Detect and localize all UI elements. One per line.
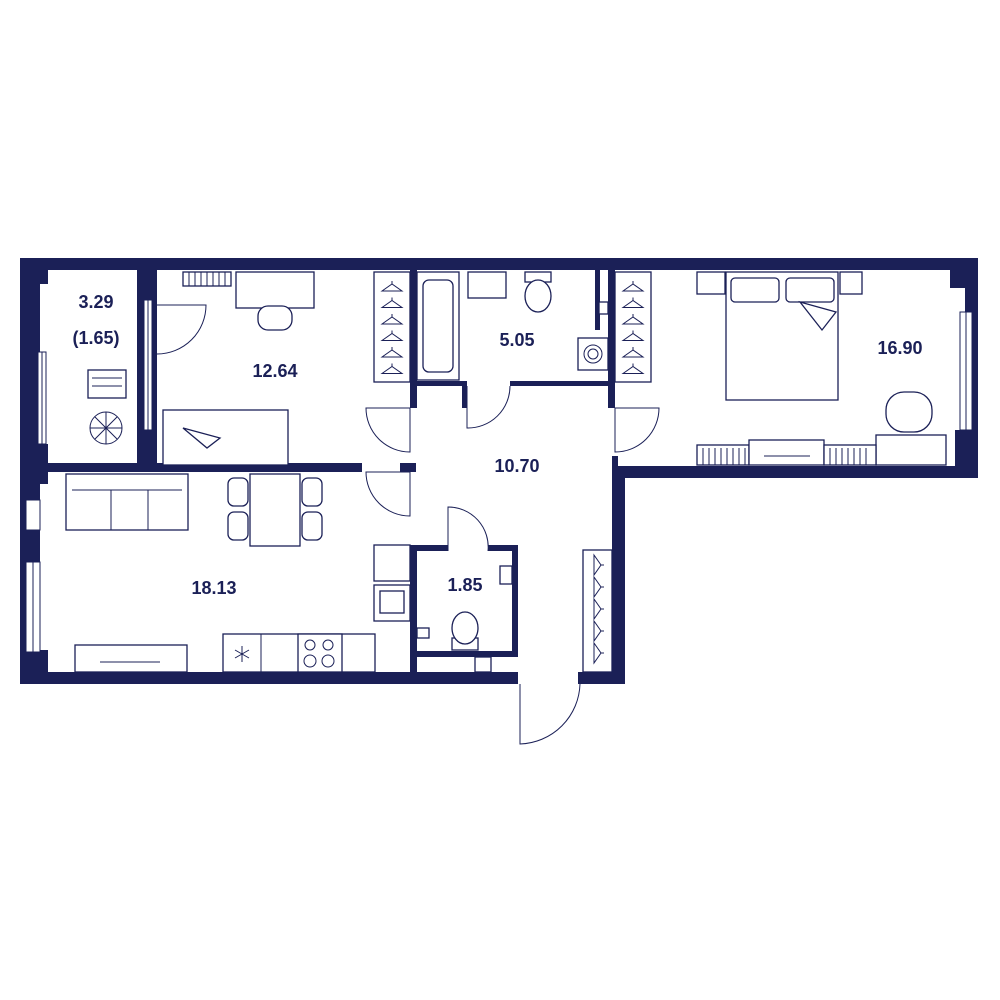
- bed-small: [162, 409, 289, 466]
- door-bedroom-large: [614, 407, 660, 453]
- door-balcony: [156, 304, 207, 355]
- hanger-icon: [380, 297, 404, 308]
- room-label-bedroom-large: 16.90: [877, 338, 922, 358]
- pillow-1: [730, 277, 780, 303]
- washing-machine-icon: [577, 337, 609, 371]
- hanger-icon: [593, 641, 604, 665]
- wall-corner-br: [955, 430, 978, 478]
- hanger-icon: [380, 281, 404, 292]
- wall-hall-right-top: [608, 270, 615, 408]
- snowflake-icon: [234, 646, 250, 662]
- desk-2: [875, 434, 947, 466]
- radiator-2: [696, 444, 750, 466]
- bathroom-sink: [467, 271, 507, 299]
- hanger-icon: [593, 597, 604, 621]
- door-bathroom: [466, 385, 511, 429]
- utility-box: [416, 627, 430, 639]
- wall-corner-tr: [950, 258, 978, 288]
- doors: [156, 304, 660, 745]
- radiator-3: [823, 444, 877, 466]
- kitchen-counter-1: [373, 544, 411, 582]
- wall-corner-tl: [20, 258, 48, 284]
- furniture: [65, 271, 947, 673]
- wall-bedroom-kitchen: [40, 463, 362, 472]
- toilet-sink: [499, 565, 513, 585]
- wall-stub-1: [400, 463, 416, 472]
- wall-bath-2: [417, 381, 467, 386]
- dining-table: [249, 473, 301, 547]
- dresser: [748, 439, 825, 466]
- tv-stand: [74, 644, 188, 673]
- wall-hall-left-top: [410, 270, 417, 408]
- wall-corner-bl: [20, 650, 48, 684]
- wall-stub-2: [612, 456, 618, 468]
- exterior-walls: [20, 258, 978, 684]
- plant-icon: [89, 411, 123, 445]
- wall-toilet-top-right: [488, 545, 518, 551]
- sofa: [65, 473, 189, 531]
- door-entrance: [519, 683, 581, 745]
- hanger-icon: [621, 314, 645, 325]
- pillow-2: [785, 277, 835, 303]
- hanger-icon: [621, 297, 645, 308]
- room-label-kitchen-living: 18.13: [191, 578, 236, 598]
- pillow-small: [182, 427, 222, 449]
- dining-chair-4: [301, 511, 323, 541]
- hanger-icon: [593, 553, 604, 577]
- toilet-bowl-2: [451, 611, 479, 645]
- hanger-icon: [380, 314, 404, 325]
- room-label-balcony-reduced: (1.65): [72, 328, 119, 348]
- shaft-fixture: [598, 301, 609, 315]
- hangers: [380, 281, 645, 665]
- hanger-icon: [593, 575, 604, 599]
- room-label-bathroom: 5.05: [499, 330, 534, 350]
- door-bedroom-small: [365, 407, 411, 453]
- chair-2: [885, 391, 933, 433]
- meter-box: [474, 656, 492, 673]
- entrance-gap: [518, 671, 578, 685]
- toilet-bowl-1: [524, 279, 552, 313]
- wall-toilet-bottom: [417, 651, 518, 657]
- window-kitchen-1: [25, 499, 41, 531]
- windows: [25, 299, 973, 653]
- wardrobe-3: [582, 549, 613, 673]
- sink-basin: [379, 590, 405, 614]
- dining-chair-3: [301, 477, 323, 507]
- stove-icon: [297, 633, 343, 673]
- wall-bath-shaft: [595, 270, 600, 330]
- desk-1: [235, 271, 315, 309]
- wall-hall-left-bottom: [410, 545, 417, 672]
- room-label-toilet: 1.85: [447, 575, 482, 595]
- room-label-bedroom-small: 12.64: [252, 361, 297, 381]
- nightstand-1: [696, 271, 726, 295]
- room-label-balcony-area: 3.29: [78, 292, 113, 312]
- hanger-icon: [380, 363, 404, 374]
- hanger-icon: [380, 330, 404, 341]
- wall-bath-1: [462, 381, 467, 408]
- chair-1: [257, 305, 293, 331]
- hanger-icon: [380, 347, 404, 358]
- dining-chair-1: [227, 477, 249, 507]
- dining-chair-2: [227, 511, 249, 541]
- hanger-icon: [621, 281, 645, 292]
- door-kitchen: [365, 471, 411, 517]
- door-toilet: [447, 506, 489, 552]
- nightstand-2: [839, 271, 863, 295]
- balcony-chair: [87, 369, 127, 399]
- bathtub-inner: [422, 279, 454, 373]
- wall-toilet-top-left: [417, 545, 448, 551]
- wall-bath-3: [510, 381, 615, 386]
- hanger-icon: [621, 330, 645, 341]
- blanket-fold: [798, 300, 838, 332]
- hanger-icon: [593, 619, 604, 643]
- room-labels: 3.29 (1.65) 12.64 5.05 16.90 10.70 1.85 …: [72, 292, 922, 598]
- room-label-hallway: 10.70: [494, 456, 539, 476]
- wall-toilet-right: [512, 545, 518, 657]
- hanger-icon: [621, 363, 645, 374]
- hanger-icon: [621, 347, 645, 358]
